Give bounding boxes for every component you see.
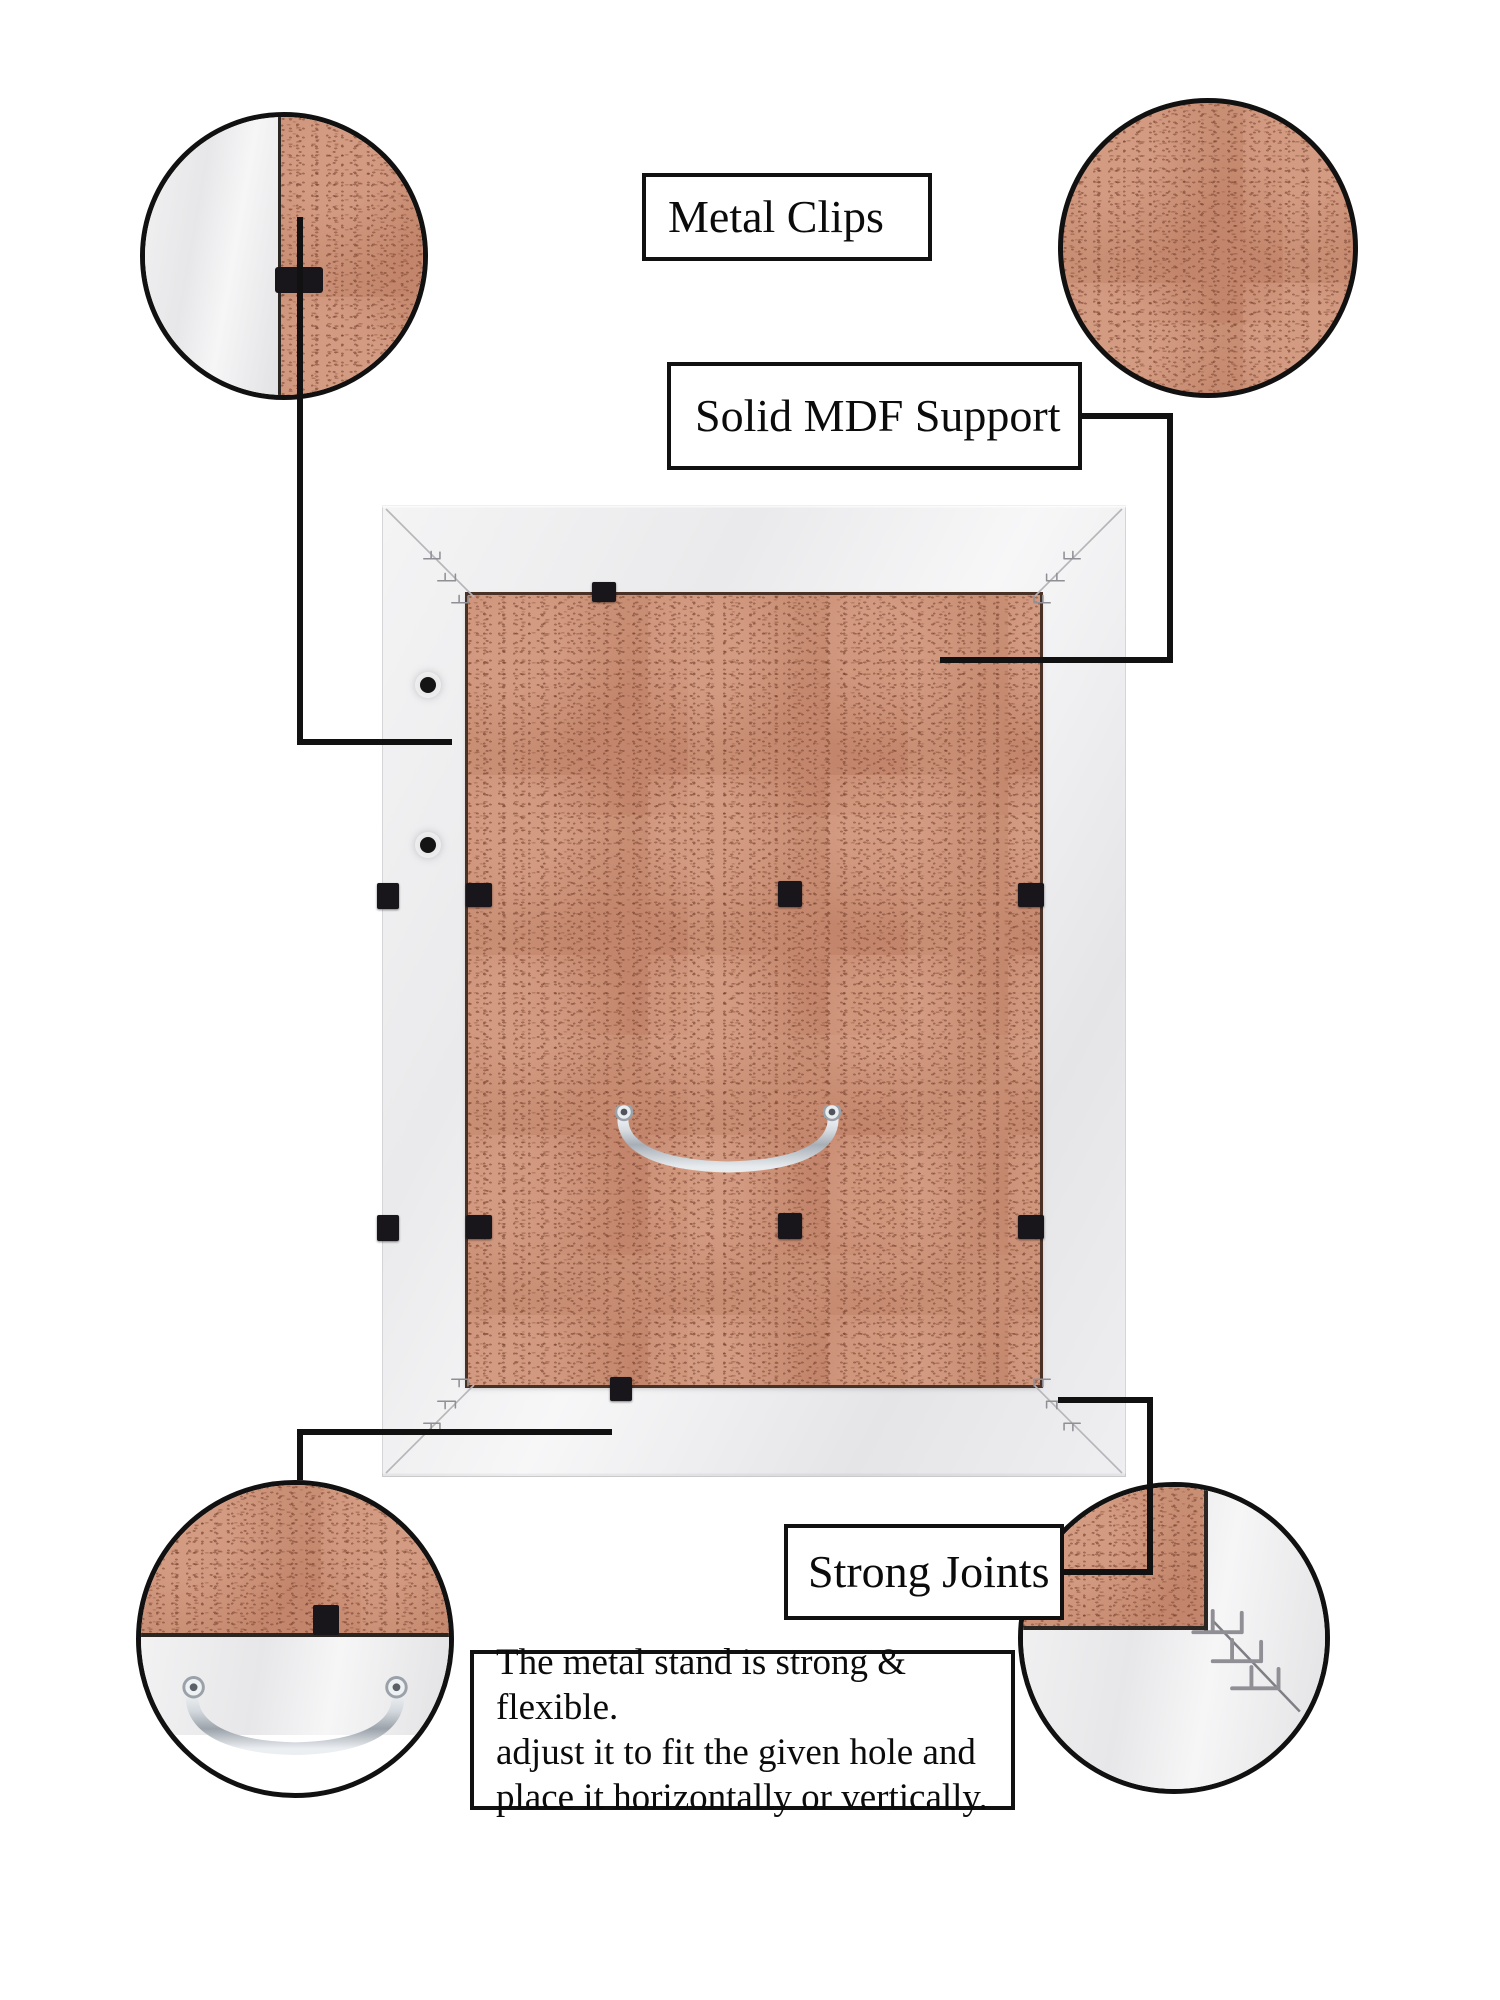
staple-icon: [437, 1400, 457, 1410]
staple-icon: [1033, 594, 1051, 604]
mdf-detail: [281, 117, 423, 395]
metal-clip: [466, 1215, 492, 1239]
magnifier-metal-stand: [136, 1480, 454, 1798]
magnifier-mdf-support: [1058, 98, 1358, 398]
metal-clip: [592, 582, 616, 602]
staple-icon: [1045, 1400, 1065, 1410]
metal-clip: [778, 1213, 802, 1239]
staple-icon: [451, 594, 469, 604]
board-seam: [1023, 1625, 1205, 1630]
metal-clip: [377, 883, 399, 909]
metal-clip: [377, 1215, 399, 1241]
hanging-hole: [420, 677, 436, 693]
staple-icon: [1063, 550, 1081, 560]
metal-stand: [614, 1105, 842, 1173]
callout-text-solid-mdf-support: Solid MDF Support: [695, 390, 1061, 442]
board-seam: [141, 1632, 449, 1637]
joint-staples-detail: [1191, 1608, 1301, 1713]
metal-clip: [1018, 1215, 1044, 1239]
callout-text-metal-clips: Metal Clips: [668, 191, 884, 243]
metal-clip: [610, 1377, 632, 1401]
callout-text-metal-stand: The metal stand is strong & flexible. ad…: [496, 1641, 988, 1819]
metal-clip: [778, 881, 802, 907]
callout-label-metal-stand: The metal stand is strong & flexible. ad…: [470, 1642, 1015, 1818]
staple-icon: [1033, 1378, 1051, 1388]
hanging-hole: [420, 837, 436, 853]
callout-label-strong-joints: Strong Joints: [784, 1524, 1064, 1620]
metal-clip: [1018, 883, 1044, 907]
callout-label-solid-mdf-support: Solid MDF Support: [667, 362, 1082, 470]
callout-text-strong-joints: Strong Joints: [808, 1546, 1050, 1598]
staple-icon: [423, 1422, 441, 1432]
staple-icon: [451, 1378, 469, 1388]
metal-clip-detail: [313, 1605, 340, 1636]
staple-icon: [1045, 572, 1065, 582]
magnifier-strong-joint: [1018, 1482, 1330, 1794]
mdf-detail: [141, 1485, 449, 1633]
product-frame-back: [377, 505, 1126, 1477]
metal-clip-detail: [275, 267, 324, 294]
corner-mitre-lines: [385, 508, 1123, 1474]
staple-icon: [437, 572, 457, 582]
board-seam: [1204, 1487, 1209, 1632]
frame-edge-detail: [145, 117, 279, 395]
staple-icon: [1063, 1422, 1081, 1432]
callout-label-metal-clips: Metal Clips: [642, 173, 932, 261]
metal-stand-detail: [182, 1675, 408, 1755]
mdf-backing-board: [468, 595, 1040, 1385]
staple-icon: [423, 550, 441, 560]
metal-clip: [466, 883, 492, 907]
board-seam: [278, 117, 282, 395]
magnifier-metal-clip: [140, 112, 428, 400]
